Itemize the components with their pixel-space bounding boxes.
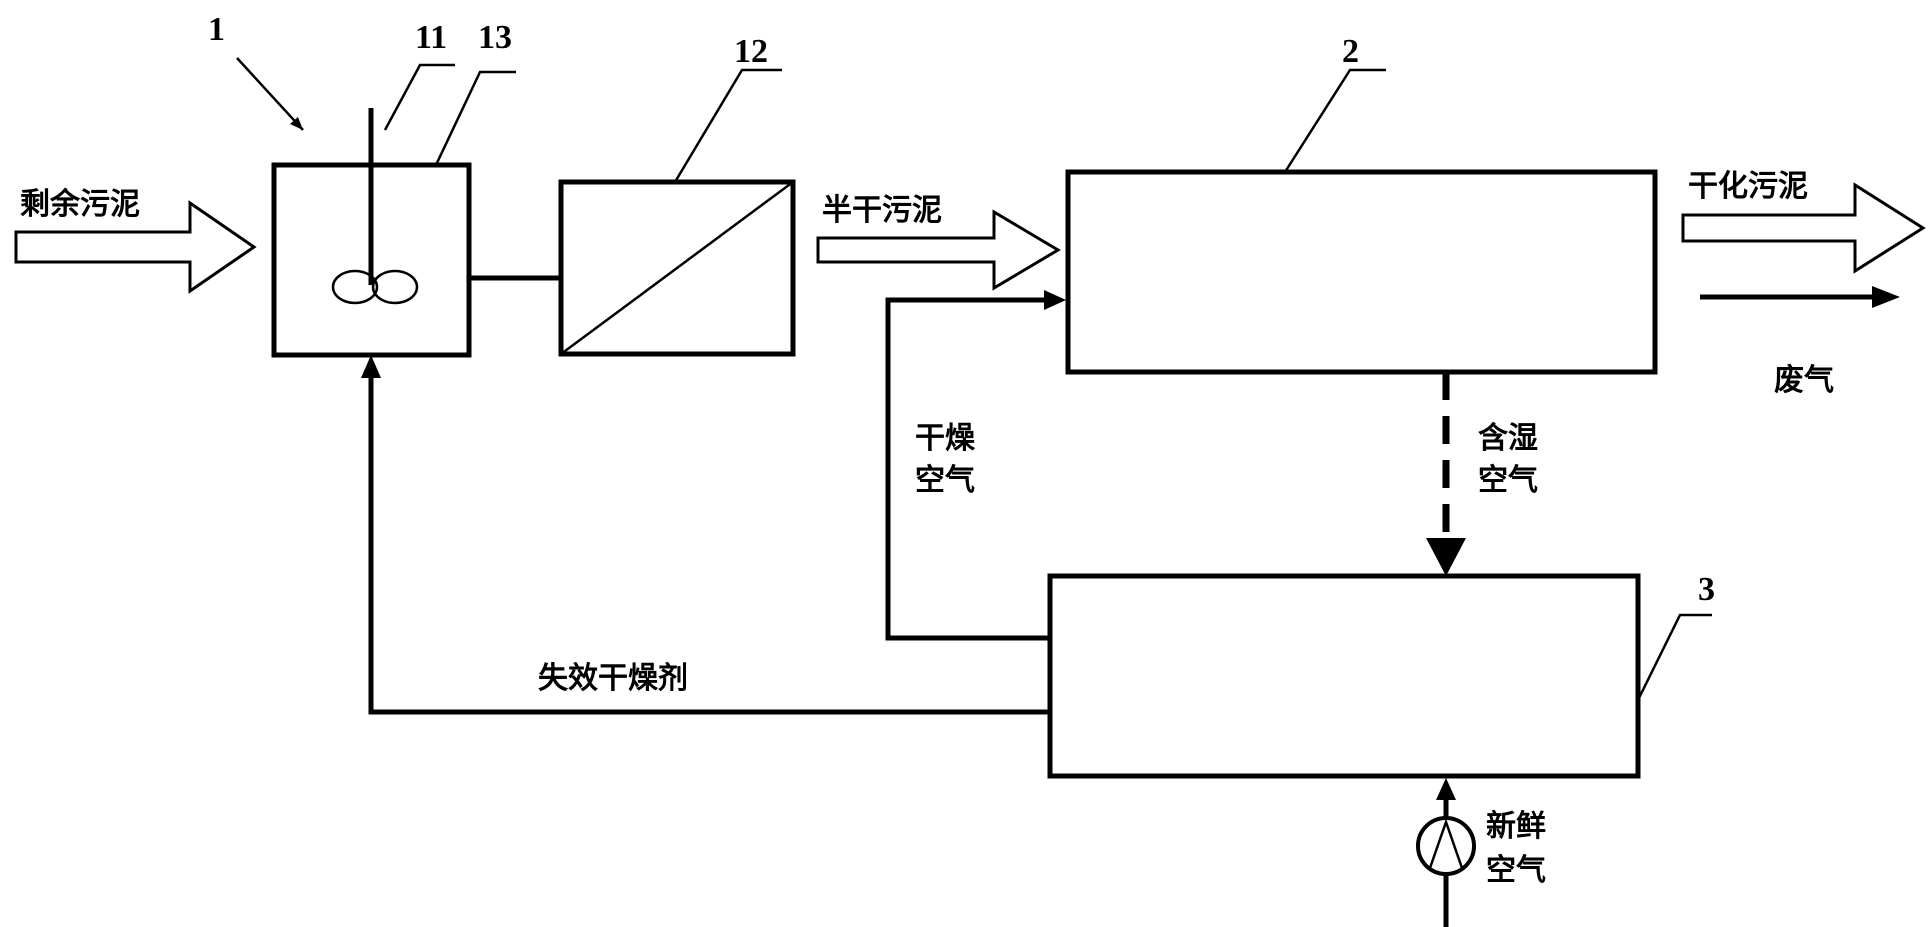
component-label-2: 2 [1342, 33, 1359, 70]
desiccant-unit-box [1047, 573, 1641, 779]
humid-air-label-line2: 空气 [1478, 463, 1538, 498]
exhaust-gas-label: 废气 [1774, 363, 1834, 398]
spent-desiccant-label: 失效干燥剂 [538, 661, 688, 696]
dryer-box [1065, 169, 1658, 375]
component-label-13: 13 [478, 19, 512, 56]
spent-desiccant-arrowhead [361, 355, 381, 378]
dry-air-arrowhead [1044, 290, 1066, 310]
fan-icon [1416, 816, 1476, 876]
stirrer-blade-right [371, 269, 419, 305]
semi-dry-sludge-arrow [816, 209, 1061, 291]
component-label-12: 12 [734, 33, 768, 70]
humid-air-arrowhead [1426, 538, 1466, 576]
exhaust-gas-arrowhead [1872, 286, 1900, 308]
dry-air-line [885, 297, 1050, 641]
spent-desiccant-line [368, 375, 1050, 715]
leader-1 [236, 57, 304, 131]
leader-3 [1636, 613, 1712, 701]
component-label-11: 11 [415, 19, 447, 56]
leader-11 [383, 63, 455, 131]
stirrer-blade-left [331, 269, 379, 305]
dried-sludge-label: 干化污泥 [1688, 169, 1808, 204]
fan-icon-blade [1428, 818, 1464, 869]
leader-2 [1283, 68, 1386, 173]
leader-12 [673, 68, 782, 183]
semi-dry-sludge-label: 半干污泥 [822, 193, 942, 228]
leader-1-arrowhead [290, 117, 303, 130]
input-sludge-arrow [14, 200, 257, 294]
dried-sludge-arrow [1681, 182, 1926, 274]
leader-13 [434, 70, 516, 166]
humid-air-label-line1: 含湿 [1478, 421, 1538, 456]
input-sludge-label: 剩余污泥 [20, 187, 140, 222]
dry-air-label-line2: 空气 [915, 463, 975, 498]
fresh-air-label-line1: 新鲜 [1486, 809, 1546, 844]
dry-air-label-line1: 干燥 [915, 421, 976, 456]
fresh-air-label-line2: 空气 [1486, 853, 1546, 888]
component-label-1: 1 [208, 11, 225, 48]
dewatering-membrane [560, 180, 794, 356]
component-label-3: 3 [1698, 571, 1715, 608]
fresh-air-arrowhead [1436, 778, 1456, 800]
